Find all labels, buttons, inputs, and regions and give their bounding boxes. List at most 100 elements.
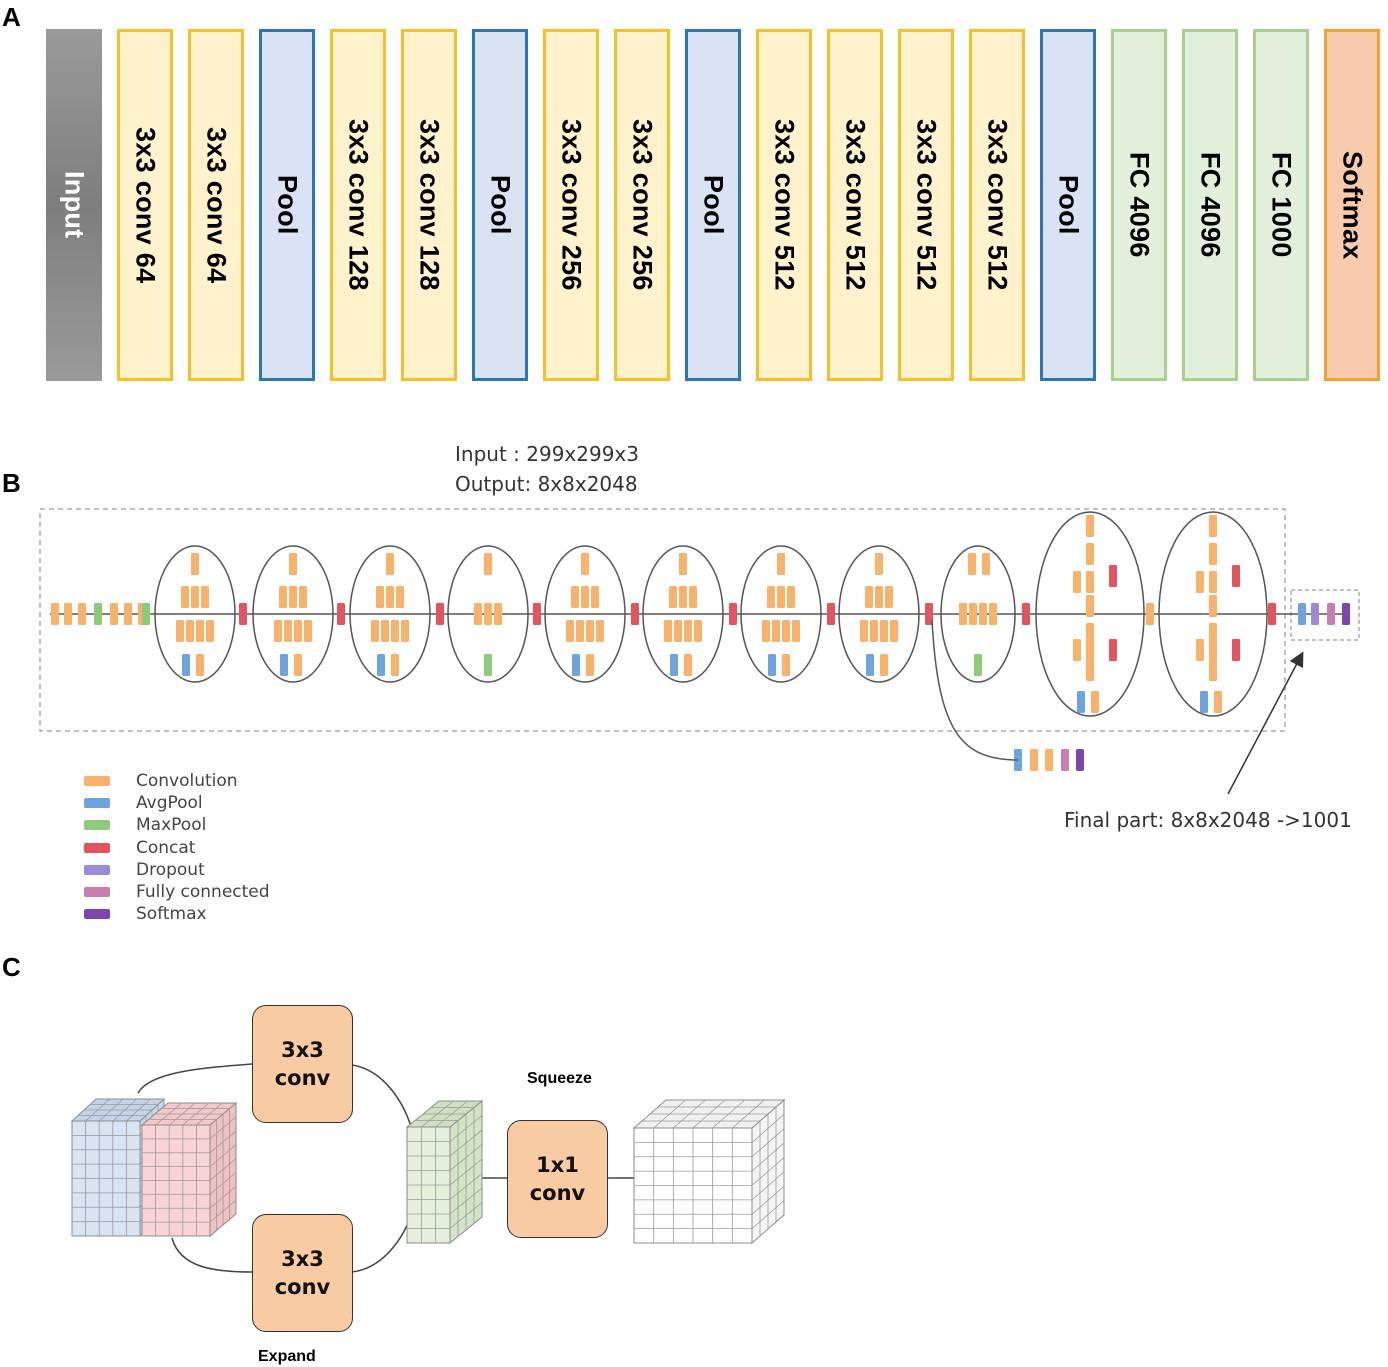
module-convolution [989, 603, 997, 625]
squeeze-conv-line2: conv [529, 1181, 586, 1205]
module-convolution [1209, 659, 1217, 681]
expand-caption: Expand [258, 1348, 316, 1365]
module-convolution [1214, 691, 1222, 713]
layer-label: 3x3 conv 128 [414, 119, 445, 291]
module-convolution [1209, 595, 1217, 617]
layer-label: 3x3 conv 512 [911, 119, 942, 291]
inception-module-outline [252, 545, 334, 683]
legend-label: Convolution [136, 771, 238, 791]
module-convolution [1209, 639, 1217, 661]
module-avgpool [280, 654, 288, 676]
module-convolution [596, 620, 604, 642]
inception-module-outline [642, 545, 724, 683]
module-convolution [762, 620, 770, 642]
layer-conv-2: 3x3 conv 64 [117, 29, 173, 381]
main-network-frame [39, 508, 1286, 732]
legend-label: Fully connected [136, 882, 270, 902]
legend-label: MaxPool [136, 815, 207, 836]
layer-fc-17: FC 4096 [1182, 29, 1238, 381]
expand-conv-top-line1: 3x3 [281, 1038, 324, 1062]
concat-block [827, 603, 835, 625]
final-fully-connected [1327, 603, 1335, 625]
legend-swatch [84, 842, 110, 853]
final-part-frame [1290, 589, 1360, 641]
module-convolution [1209, 571, 1217, 593]
legend-label: AvgPool [136, 793, 203, 814]
module-convolution [792, 620, 800, 642]
module-convolution [284, 620, 292, 642]
layer-label: 3x3 conv 256 [556, 119, 587, 291]
module-avgpool [1200, 691, 1208, 713]
module-convolution [186, 620, 194, 642]
module-avgpool [1077, 691, 1085, 713]
legend-swatch [84, 887, 110, 897]
inception-module-outline [838, 545, 920, 683]
layer-label: 3x3 conv 256 [627, 119, 658, 291]
module-convolution [1073, 639, 1081, 661]
layer-fc-18: FC 1000 [1253, 29, 1309, 381]
inception-module-outline [544, 545, 626, 683]
module-convolution [772, 620, 780, 642]
module-convolution [880, 654, 888, 676]
stem-convolution [64, 603, 72, 625]
concat-block [1022, 603, 1030, 625]
module-convolution [679, 553, 687, 575]
inception-module-outline [154, 545, 236, 683]
module-convolution [1146, 603, 1154, 625]
module-convolution [787, 586, 795, 608]
module-avgpool [182, 654, 190, 676]
layer-label: Pool [485, 175, 516, 235]
reduction-module-outline [940, 545, 1016, 683]
module-convolution [959, 603, 967, 625]
module-avgpool [377, 654, 385, 676]
aux-convolution [1030, 749, 1038, 771]
legend-item: Fully connected [84, 882, 270, 902]
aux-fully-connected [1061, 749, 1069, 771]
layer-conv-11: 3x3 conv 512 [756, 29, 812, 381]
stem-maxpool [142, 603, 150, 625]
legend-label: Dropout [136, 859, 205, 880]
auxiliary-branch-line [931, 619, 1019, 761]
module-convolution [694, 620, 702, 642]
layer-label: Pool [1053, 175, 1084, 235]
module-convolution [191, 586, 199, 608]
layer-label: Pool [698, 175, 729, 235]
module-convolution [767, 586, 775, 608]
panel-c-fire-module: C 3x3 conv 3x3 conv 1x1 conv Squeeze Exp… [0, 950, 1388, 1367]
layer-conv-12: 3x3 conv 512 [827, 29, 883, 381]
expand-conv-bottom-line2: conv [274, 1275, 331, 1299]
layer-label: 3x3 conv 512 [769, 119, 800, 291]
module-convolution [885, 586, 893, 608]
module-convolution [566, 620, 574, 642]
module-convolution [371, 620, 379, 642]
module-convolution [196, 620, 204, 642]
inception-module-large-outline [1158, 511, 1268, 717]
layer-label: FC 1000 [1266, 152, 1297, 258]
layer-conv-3: 3x3 conv 64 [188, 29, 244, 381]
expand-conv-bottom-box: 3x3 conv [252, 1214, 353, 1332]
panel-b-label: B [2, 468, 21, 498]
concat-block [631, 603, 639, 625]
module-convolution [196, 654, 204, 676]
connector-top-left [137, 1063, 253, 1094]
layer-label: 3x3 conv 512 [840, 119, 871, 291]
module-convolution [494, 603, 502, 625]
module-convolution [576, 620, 584, 642]
concat-block [436, 603, 444, 625]
module-convolution [1196, 639, 1204, 661]
legend-swatch [84, 864, 110, 875]
layer-label: Softmax [1337, 150, 1368, 260]
module-convolution [581, 586, 589, 608]
stem-maxpool [94, 603, 102, 625]
concat-block [925, 603, 933, 625]
final-avgpool [1298, 603, 1306, 625]
layer-conv-8: 3x3 conv 256 [543, 29, 599, 381]
layer-label: FC 4096 [1195, 152, 1226, 258]
final-part-arrow [1227, 651, 1304, 795]
module-convolution [181, 586, 189, 608]
aux-convolution [1045, 749, 1053, 771]
module-convolution [979, 603, 987, 625]
module-convolution [1091, 691, 1099, 713]
concat-block [239, 603, 247, 625]
module-convolution [684, 654, 692, 676]
